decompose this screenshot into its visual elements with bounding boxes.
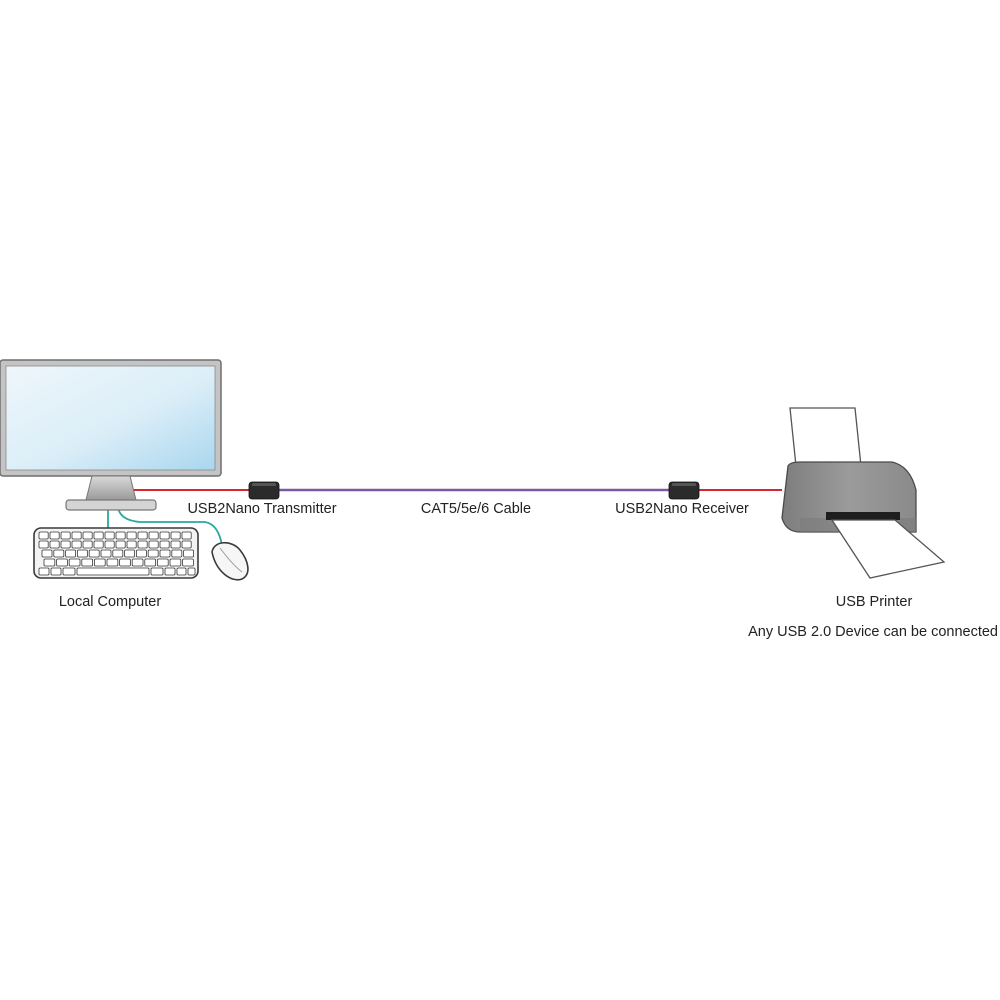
printer-icon	[781, 407, 946, 579]
keyboard-key	[181, 531, 192, 540]
keyboard-key	[94, 558, 106, 567]
labels: USB2Nano Transmitter CAT5/5e/6 Cable USB…	[59, 501, 998, 640]
keyboard-key	[115, 540, 126, 549]
mouse-cable	[117, 504, 223, 546]
keyboard-key	[76, 567, 150, 576]
computer-label: Local Computer	[59, 594, 162, 610]
keyboard-key	[62, 567, 76, 576]
keyboard-key	[137, 540, 148, 549]
keyboard-key	[150, 567, 164, 576]
keyboard-key	[124, 549, 135, 558]
keyboard-key	[171, 549, 183, 558]
keyboard-key	[71, 531, 82, 540]
keyboard-key	[104, 531, 115, 540]
keyboard-key	[115, 531, 126, 540]
keyboard-icon	[33, 527, 199, 579]
keyboard-key	[176, 567, 187, 576]
keyboard-key	[60, 540, 71, 549]
keyboard-key	[81, 558, 94, 567]
keyboard-key	[131, 558, 144, 567]
keyboard-key	[71, 540, 82, 549]
keyboard-key	[49, 531, 60, 540]
printer-label: USB Printer	[836, 594, 913, 610]
keyboard-key	[38, 540, 49, 549]
keyboard-key	[56, 558, 68, 567]
keyboard-key	[38, 531, 49, 540]
keyboard-key	[41, 549, 53, 558]
device-note: Any USB 2.0 Device can be connected	[748, 624, 998, 640]
keyboard-key	[126, 540, 137, 549]
keyboard-key	[181, 540, 192, 549]
keyboard-key	[159, 540, 170, 549]
keyboard-key	[183, 549, 195, 558]
keyboard-key	[60, 531, 71, 540]
keyboard-key	[182, 558, 194, 567]
cables	[107, 488, 782, 546]
receiver-icon	[668, 481, 700, 500]
keyboard-key	[112, 549, 124, 558]
keyboard-key	[137, 531, 148, 540]
keyboard-key	[50, 567, 62, 576]
keyboard-key	[106, 558, 119, 567]
transmitter-icon	[248, 481, 280, 500]
keyboard-key	[126, 531, 137, 540]
keyboard-key	[77, 549, 88, 558]
keyboard-key	[148, 540, 159, 549]
keyboard-key	[144, 558, 157, 567]
keyboard-key	[104, 540, 115, 549]
keyboard-key	[38, 567, 50, 576]
keyboard-key	[68, 558, 81, 567]
keyboard-key	[159, 549, 171, 558]
keyboard-key	[169, 558, 182, 567]
keyboard-key	[187, 567, 196, 576]
keyboard-key	[100, 549, 112, 558]
keyboard-key	[93, 531, 104, 540]
keyboard-key	[156, 558, 169, 567]
keyboard-key	[148, 531, 159, 540]
cable-label: CAT5/5e/6 Cable	[421, 501, 531, 517]
mouse-icon	[211, 541, 249, 581]
keyboard-key	[43, 558, 56, 567]
keyboard-key	[164, 567, 176, 576]
receiver-label: USB2Nano Receiver	[615, 501, 749, 517]
keyboard-key	[93, 540, 104, 549]
keyboard-key	[88, 549, 100, 558]
keyboard-key	[170, 531, 181, 540]
keyboard-key	[82, 531, 93, 540]
keyboard-key	[49, 540, 60, 549]
keyboard-key	[147, 549, 159, 558]
keyboard-key	[82, 540, 93, 549]
keyboard-key	[53, 549, 65, 558]
keyboard-key	[135, 549, 147, 558]
keyboard-key	[119, 558, 131, 567]
keyboard-key	[65, 549, 76, 558]
keyboard-key	[170, 540, 181, 549]
transmitter-label: USB2Nano Transmitter	[187, 501, 336, 517]
monitor-icon	[0, 359, 222, 511]
keyboard-key	[159, 531, 170, 540]
